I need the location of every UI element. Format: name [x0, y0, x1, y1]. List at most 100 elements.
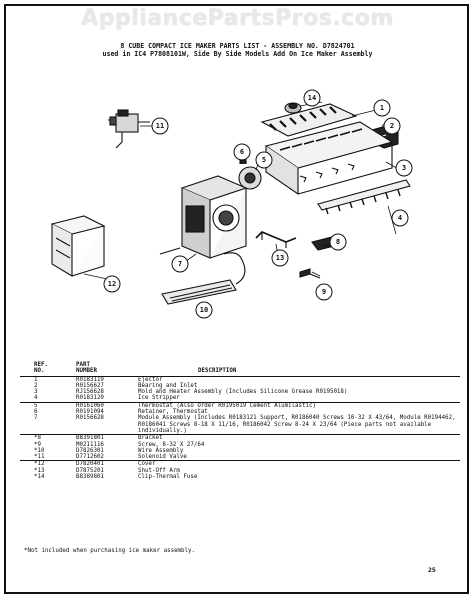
page-border [4, 4, 469, 594]
part-number-cell: B8389801 [76, 474, 104, 481]
ref-no-cell: *8 [20, 434, 76, 442]
table-row: 4 R0183120 Ice Stripper [20, 395, 460, 402]
ref-no-cell: 7 [34, 415, 38, 422]
svg-text:3: 3 [402, 164, 406, 172]
ref-no-cell: 6 [34, 409, 38, 416]
description-cell: Cover [138, 460, 460, 468]
footnote: *Not included when purchasing ice maker … [24, 548, 196, 554]
svg-text:14: 14 [308, 94, 316, 102]
description-cell: Thermostat (Also Order R0195019 Cement A… [138, 401, 460, 410]
callout-markers: 1 2 3 4 5 6 7 8 9 10 11 12 13 14 [103, 89, 413, 319]
ref-no-header: REF. NO. [20, 362, 76, 377]
svg-text:10: 10 [200, 306, 208, 314]
page-number: 25 [428, 566, 436, 574]
svg-text:11: 11 [156, 122, 164, 130]
description-cell: Bracket [138, 434, 460, 442]
svg-text:9: 9 [322, 288, 326, 296]
table-row: *11 D7712602 Solenoid Valve [20, 454, 460, 461]
svg-text:2: 2 [390, 122, 394, 130]
ejector-drawing [260, 103, 358, 137]
callout-2: 2 [383, 117, 401, 135]
callout-4: 4 [391, 209, 409, 227]
ref-no-cell: *13 [34, 467, 45, 474]
part-number-cell: R0191094 [76, 409, 104, 416]
part-number-cell: R0156627 [76, 382, 104, 389]
part-number-cell: B8391801 [76, 434, 138, 442]
part-number-header: PART NUMBER [76, 362, 138, 377]
part-number-cell: D7820401 [76, 460, 138, 468]
description-cell: Module Assembly (Includes R0183121 Suppo… [138, 415, 456, 434]
table-row: 7 R0156628 Module Assembly (Includes R0183… [20, 415, 460, 434]
callout-9: 9 [315, 283, 333, 301]
part-number-cell: D7826301 [76, 447, 104, 454]
table-row: 2 R0156627 Bearing and Inlet [20, 383, 460, 389]
callout-3: 3 [395, 159, 413, 177]
solenoid-valve-drawing [108, 109, 150, 149]
svg-text:1: 1 [380, 104, 384, 112]
ice-stripper-drawing [317, 179, 411, 215]
ref-no-cell: *11 [34, 454, 45, 461]
shut-off-arm-drawing [255, 231, 297, 248]
description-cell: Shut-Off Arm [138, 467, 180, 474]
description-cell: Retainer, Thermostat [138, 409, 208, 416]
table-row: 6 R0191094 Retainer, Thermostat [20, 409, 460, 415]
svg-text:13: 13 [276, 254, 284, 262]
table-row: 3 RJ156628 Mold and Heater Assembly (Inclu… [20, 389, 460, 395]
module-assembly-drawing [159, 175, 248, 259]
thermostat-drawing [238, 153, 262, 190]
parts-list-subtitle: used in IC4 P7808101W, Side By Side Mode… [102, 50, 373, 58]
description-cell: Mold and Heater Assembly (Includes Silic… [138, 389, 348, 396]
parts-list-title: 8 CUBE COMPACT ICE MAKER PARTS LIST - AS… [120, 42, 355, 50]
callout-1: 1 [373, 99, 391, 117]
ref-no-cell: 2 [34, 382, 38, 389]
description-cell: Ejector [138, 376, 163, 383]
part-number-cell: R0183120 [76, 395, 104, 402]
callout-14: 14 [303, 89, 321, 107]
ref-no-cell: 1 [34, 376, 38, 383]
callout-10: 10 [195, 301, 213, 319]
svg-text:6: 6 [240, 148, 244, 156]
callout-12: 12 [103, 275, 121, 293]
description-cell: Solenoid Valve [138, 454, 187, 461]
svg-text:7: 7 [178, 260, 182, 268]
svg-text:4: 4 [398, 214, 402, 222]
part-number-cell: R0156628 [76, 415, 104, 422]
part-number-cell: RJ156628 [76, 389, 104, 396]
description-cell: Wire Assembly [138, 447, 184, 454]
callout-13: 13 [271, 249, 289, 267]
ref-no-cell: 5 [20, 401, 76, 410]
screw-drawing [299, 268, 321, 279]
ref-no-cell: *12 [20, 460, 76, 468]
exploded-parts-diagram: 1 2 3 4 5 6 7 8 9 10 11 12 13 14 [50, 89, 413, 319]
wire-assembly-drawing [161, 252, 246, 305]
description-cell: Ice Stripper [138, 395, 180, 402]
ref-no-cell: 3 [34, 389, 38, 396]
callout-6: 6 [233, 143, 251, 161]
thermal-fuse-clip-drawing [284, 102, 302, 114]
callout-5: 5 [255, 151, 273, 169]
callout-8: 8 [329, 233, 347, 251]
description-cell: Clip-Thermal Fuse [138, 474, 198, 481]
cover-drawing [50, 215, 106, 277]
mold-heater-drawing [264, 121, 394, 196]
part-number-cell: R0161060 [76, 401, 138, 410]
svg-text:5: 5 [262, 156, 266, 164]
description-header: DESCRIPTION [138, 362, 460, 377]
callout-11: 11 [151, 117, 169, 135]
callout-7: 7 [171, 255, 189, 273]
svg-text:12: 12 [108, 280, 116, 288]
ref-no-cell: 4 [34, 395, 38, 402]
part-number-cell: D7712602 [76, 454, 104, 461]
watermark: AppliancePartsPros.com [81, 6, 394, 31]
description-cell: Bearing and Inlet [138, 382, 198, 389]
